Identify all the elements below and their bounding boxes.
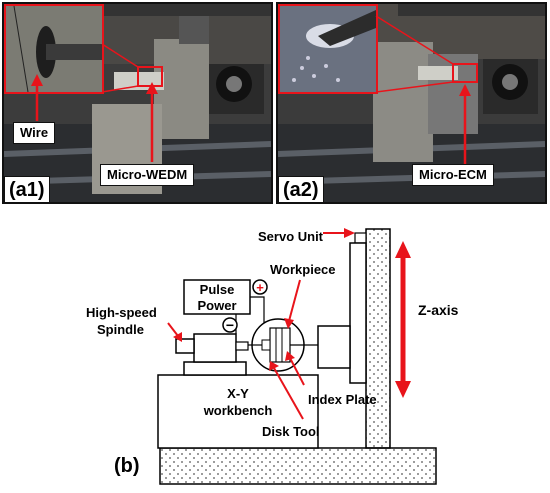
pulse-power-label-1: Pulse (200, 282, 235, 297)
spindle-body (193, 333, 237, 363)
carriage-plate (349, 242, 367, 384)
workbench-label-2: workbench (203, 403, 273, 418)
micro-ecm-label: Micro-ECM (412, 164, 494, 186)
spindle-nose (235, 341, 249, 351)
photo-micro-wedm: Wire Micro-WEDM (a1) (2, 2, 273, 204)
panel-a2-tag: (a2) (278, 176, 324, 202)
workbench-label-1: X-Y (227, 386, 249, 401)
machine-base (159, 447, 437, 485)
z-column (365, 228, 391, 449)
photo-micro-ecm: Micro-ECM (a2) (276, 2, 547, 204)
index-plate-label: Index Plate (308, 392, 377, 407)
red-arrows (167, 228, 411, 420)
plus-sign: + (256, 280, 264, 295)
spindle-label-1: High-speed (86, 305, 157, 320)
schematic-diagram: Servo Unit Workpiece Pulse Power + − Hig… (86, 228, 459, 485)
pulse-power-label-2: Power (197, 298, 236, 313)
minus-terminal (222, 317, 238, 333)
photo-a1-scene (4, 4, 271, 202)
micro-wedm-label: Micro-WEDM (100, 164, 195, 186)
plus-terminal (252, 279, 268, 295)
disk-tool-label: Disk Tool (262, 424, 320, 439)
workpiece-label: Workpiece (270, 262, 336, 277)
panel-b-tag: (b) (114, 455, 140, 477)
panel-a1-tag: (a1) (4, 176, 50, 202)
servo-unit-block (354, 232, 367, 244)
spindle-shaft (175, 338, 195, 354)
z-axis-label: Z-axis (418, 302, 459, 318)
spindle-base (183, 361, 247, 376)
wire-label: Wire (13, 122, 56, 144)
a2-callout-lines (375, 15, 478, 164)
spindle-label-2: Spindle (97, 322, 144, 337)
inset-zoom (278, 4, 378, 94)
index-motor (317, 325, 351, 369)
minus-sign: − (226, 317, 234, 333)
servo-unit-label: Servo Unit (258, 229, 324, 244)
a1-callout-lines (31, 43, 163, 162)
inset-zoom (4, 4, 104, 94)
